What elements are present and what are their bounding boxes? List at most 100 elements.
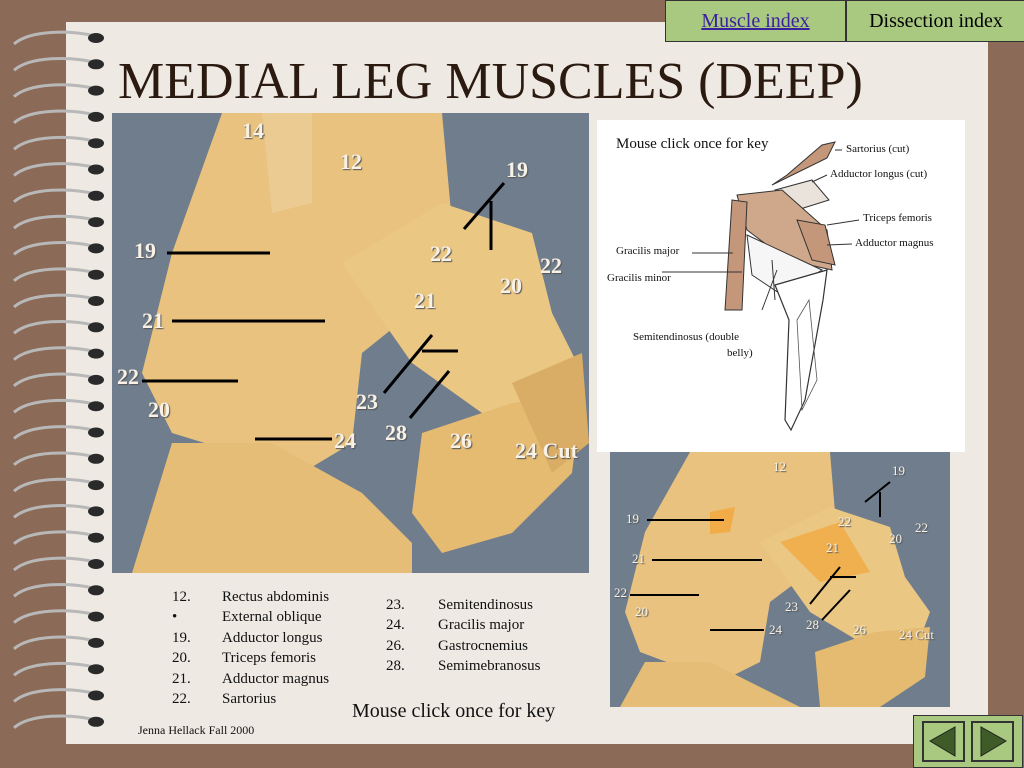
spiral-ring [13, 267, 104, 282]
legend-muscle-name: Triceps femoris [222, 650, 317, 667]
legend-left: 12. Rectus abdominis • External oblique 19. A… [172, 587, 329, 710]
spiral-ring [13, 162, 104, 177]
key-label-gracilis-major: Gracilis major [616, 245, 680, 257]
label-21-mid: 21 [414, 288, 436, 313]
page-title: MEDIAL LEG MUSCLES (DEEP) [118, 53, 863, 110]
spiral-ring [13, 477, 104, 493]
main-dissection-photo: 14 12 19 19 22 22 20 21 21 22 20 23 28 2… [112, 113, 589, 573]
legend-row: 28. Semimebranosus [386, 657, 541, 678]
key-drawing [662, 141, 860, 432]
legend-muscle-name: Sartorius [222, 691, 277, 708]
legend-number: 12. [172, 588, 191, 605]
next-button[interactable] [971, 721, 1014, 762]
previous-button[interactable] [922, 721, 965, 762]
key-click-hint: Mouse click once for key [616, 136, 769, 152]
muscle-index-label[interactable]: Muscle index [701, 9, 810, 32]
legend-row: 24.Gracilis major [386, 616, 541, 637]
legend-muscle-name: Gastrocnemius [438, 637, 528, 654]
legend-row: 22. Sartorius [172, 690, 329, 711]
legend-number: 20. [172, 650, 191, 667]
spiral-ring [13, 582, 104, 598]
label-28: 28 [385, 420, 407, 445]
spiral-ring [13, 504, 104, 519]
legend-number: 22. [172, 691, 191, 708]
spiral-ring [13, 135, 104, 151]
legend-row: 19. Adductor longus [172, 628, 329, 649]
small-dissection-photo: 12 19 19 22 22 20 21 21 22 20 23 28 26 2… [610, 452, 950, 707]
spiral-ring [13, 109, 104, 125]
label-19-right: 19 [506, 157, 528, 182]
label-22-right: 22 [540, 253, 562, 278]
spiral-ring [13, 451, 104, 466]
label-21-left: 21 [142, 308, 164, 333]
label-12: 12 [340, 149, 362, 174]
muscle-index-link[interactable]: Muscle index [665, 0, 846, 42]
spiral-ring [13, 188, 104, 203]
slide-navigation [913, 715, 1023, 768]
label-22-mid: 22 [430, 241, 452, 266]
spiral-ring [13, 714, 104, 729]
spiral-ring [13, 635, 104, 651]
label-19-left: 19 [134, 238, 156, 263]
arrow-left-icon [929, 726, 956, 757]
spiral-ring [13, 530, 104, 545]
legend-number: 19. [172, 629, 191, 646]
spiral-ring [13, 83, 104, 98]
label-23: 23 [356, 389, 378, 414]
small-label-19-right: 19 [892, 463, 905, 478]
small-label-12: 12 [773, 459, 786, 474]
spiral-ring [13, 425, 104, 440]
legend-number: • [172, 609, 178, 626]
spiral-binding [13, 30, 104, 729]
key-label-gracilis-minor: Gracilis minor [607, 272, 671, 284]
main-photo-illustration [112, 113, 589, 573]
key-label-semitendinosus-cont: belly) [727, 347, 753, 359]
dissection-index-link[interactable]: Dissection index [846, 0, 1024, 42]
label-24: 24 [334, 428, 356, 453]
small-label-19-left: 19 [626, 511, 639, 526]
small-label-23: 23 [785, 599, 798, 614]
key-label-triceps: Triceps femoris [863, 212, 932, 224]
legend-row: 23.Semitendinosus [386, 595, 541, 616]
legend-muscle-name: Adductor magnus [222, 670, 330, 687]
small-label-22-left: 22 [614, 585, 627, 600]
small-label-22-right: 22 [915, 520, 928, 535]
arrow-right-icon [980, 726, 1007, 757]
label-20-left: 20 [148, 397, 170, 422]
small-label-20-right: 20 [889, 531, 902, 546]
spiral-ring [13, 661, 104, 677]
small-label-24: 24 [769, 622, 782, 637]
legend-muscle-name: Semimebranosus [438, 658, 541, 675]
legend-muscle-name: Semitendinosus [438, 596, 534, 613]
legend-number: 28. [386, 658, 405, 675]
label-20-right: 20 [500, 273, 522, 298]
legend-row: 12. Rectus abdominis [172, 587, 329, 608]
legend-row: 21.Adductor magnus [172, 669, 329, 690]
legend-row: 20. Triceps femoris [172, 649, 329, 670]
click-for-key-text[interactable]: Mouse click once for key [352, 700, 556, 722]
dissection-index-label[interactable]: Dissection index [869, 9, 1003, 32]
label-26: 26 [450, 428, 472, 453]
legend-muscle-name: Adductor longus [222, 629, 323, 646]
spiral-ring [13, 372, 104, 388]
key-label-sartorius: Sartorius (cut) [846, 143, 910, 155]
small-label-22-mid: 22 [838, 514, 851, 529]
small-label-24-cut: 24 Cut [899, 627, 935, 642]
spiral-ring [13, 688, 104, 703]
key-diagram[interactable]: Mouse click once for key Sartorius (cut)… [597, 120, 965, 452]
top-navigation: Muscle index Dissection index [665, 0, 1024, 42]
spiral-ring [13, 241, 104, 256]
legend-row: 26. Gastrocnemius [386, 636, 541, 657]
legend-number: 26. [386, 637, 405, 654]
spiral-ring [13, 56, 104, 72]
small-label-26: 26 [853, 622, 866, 637]
author-credit: Jenna Hellack Fall 2000 [138, 723, 255, 737]
legend-row: • External oblique [172, 608, 329, 629]
label-14: 14 [242, 118, 264, 143]
spiral-ring [13, 30, 104, 46]
legend-muscle-name: Rectus abdominis [222, 588, 330, 605]
small-label-20-left: 20 [635, 604, 648, 619]
legend-muscle-name: External oblique [222, 609, 322, 626]
spiral-ring [13, 319, 104, 335]
